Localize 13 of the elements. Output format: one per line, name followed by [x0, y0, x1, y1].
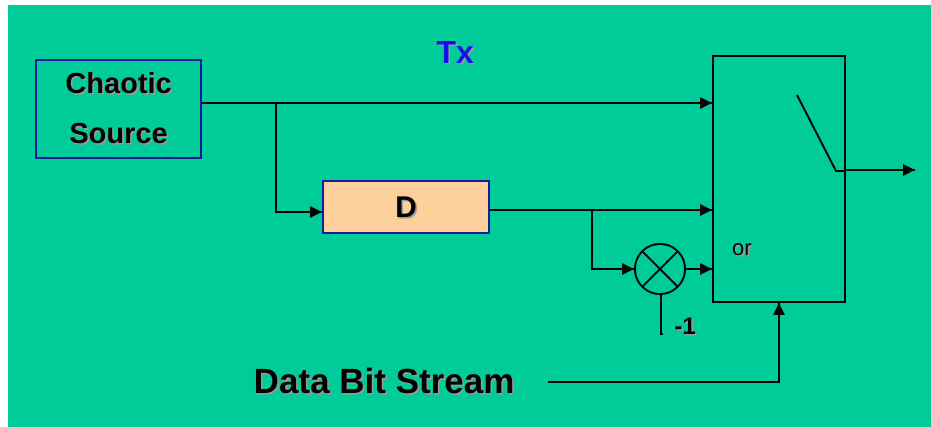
arrow — [490, 209, 634, 275]
arrow — [202, 102, 322, 218]
constant-label: -1 — [674, 312, 696, 342]
box-label: D — [395, 190, 417, 226]
input-label: Data Bit Stream — [254, 360, 514, 403]
arrow — [846, 164, 915, 176]
box-label: Chaotic Source — [64, 67, 173, 152]
title: Tx — [435, 33, 475, 72]
arrow — [686, 263, 712, 275]
switch-box — [712, 55, 846, 303]
arrow — [548, 303, 785, 383]
option-label: or — [732, 234, 752, 262]
multiplier-symbol — [634, 243, 686, 295]
